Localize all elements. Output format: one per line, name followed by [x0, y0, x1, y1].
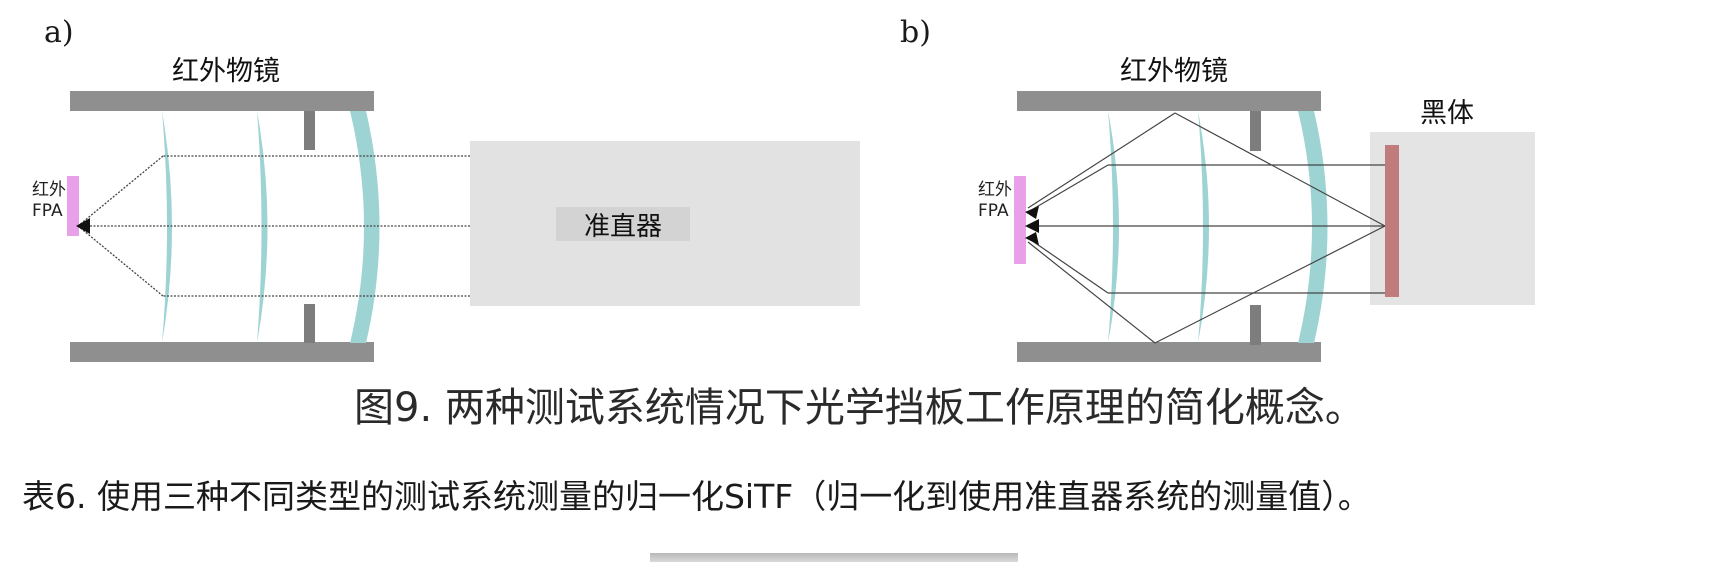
panel-a-lens-3 — [350, 111, 380, 343]
panel-b-blackbody-label: 黑体 — [1420, 98, 1474, 129]
panel-b-arrowheads — [1025, 206, 1039, 245]
panel-a-baffle-bottom — [304, 304, 315, 343]
panel-b-blackbody-plate — [1385, 145, 1399, 297]
panel-a-rays — [77, 155, 470, 297]
panel-b-rays — [1027, 112, 1386, 344]
panel-b-baffle-top — [1250, 111, 1261, 151]
panel-a: a) 红外物镜 红外 FPA 准直器 — [32, 15, 860, 362]
panel-b-label: b) — [900, 15, 931, 50]
panel-b-housing-bottom — [1017, 342, 1321, 362]
panel-b-lens-3 — [1298, 111, 1328, 343]
panel-a-baffle-top — [304, 111, 315, 150]
panel-b-fpa — [1014, 176, 1026, 264]
figure-caption: 图9. 两种测试系统情况下光学挡板工作原理的简化概念。 — [354, 385, 1365, 431]
panel-a-collimator-label: 准直器 — [584, 212, 662, 242]
panel-a-collimator-label-bg — [556, 207, 690, 241]
panel-a-label: a) — [44, 15, 74, 50]
panel-b-lens-title: 红外物镜 — [1120, 56, 1228, 87]
panel-b: b) 红外物镜 红外 FPA 黑体 — [900, 15, 1535, 362]
panel-a-fpa-label-1: 红外 — [32, 180, 66, 200]
figure-9-diagram: a) 红外物镜 红外 FPA 准直器 b) 红外物镜 — [32, 15, 1535, 362]
panel-b-housing-top — [1017, 91, 1321, 111]
table-top-edge — [650, 553, 1018, 562]
table-caption: 表6. 使用三种不同类型的测试系统测量的归一化SiTF（归一化到使用准直器系统的… — [22, 477, 1371, 516]
panel-a-fpa-label-2: FPA — [32, 201, 63, 221]
panel-a-housing-bottom — [70, 342, 374, 362]
panel-b-fpa-label-1: 红外 — [978, 180, 1012, 200]
panel-a-fpa — [67, 176, 79, 236]
panel-a-lens-2 — [257, 111, 268, 343]
panel-a-housing-top — [70, 91, 374, 111]
panel-b-baffle-bottom — [1250, 305, 1261, 345]
panel-a-arrowhead — [76, 218, 90, 234]
panel-b-lens-2 — [1198, 111, 1209, 343]
panel-a-lens-1 — [162, 111, 172, 343]
panel-b-fpa-label-2: FPA — [978, 201, 1009, 221]
panel-a-lens-title: 红外物镜 — [172, 56, 280, 87]
panel-b-lens-1 — [1108, 111, 1119, 343]
